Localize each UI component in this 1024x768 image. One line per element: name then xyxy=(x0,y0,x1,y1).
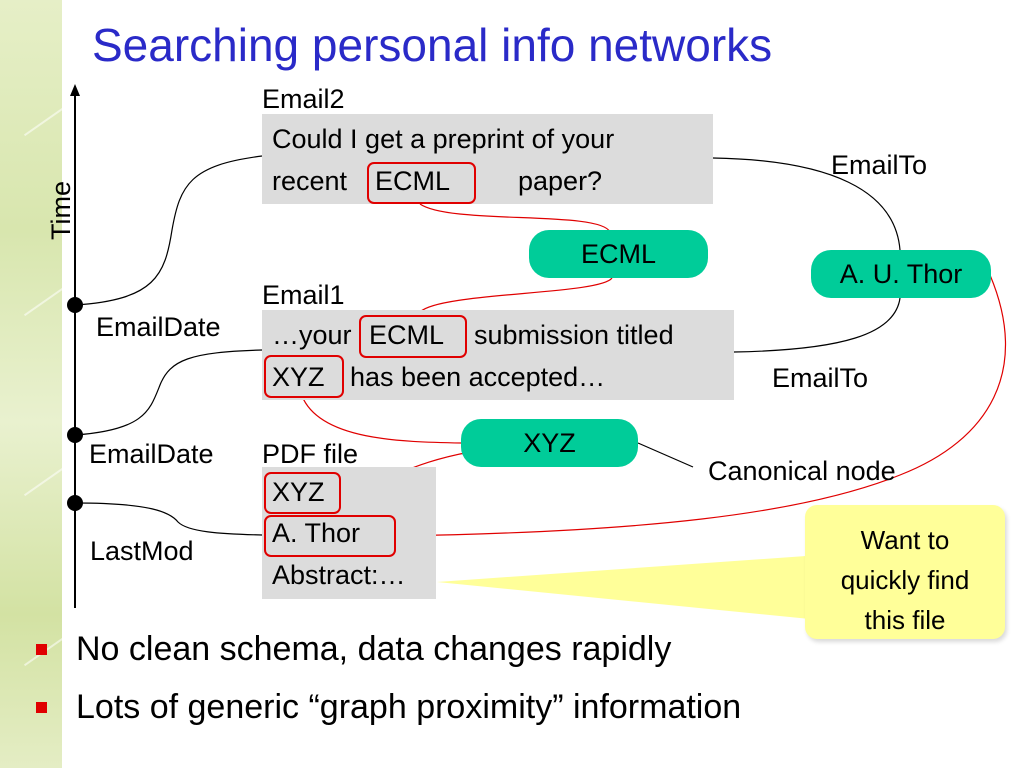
edge-lastmod-pdf xyxy=(74,502,263,536)
callout-box xyxy=(805,505,1005,639)
edge-label-emailto-bottom: EmailTo xyxy=(772,363,869,393)
bullet-square-icon xyxy=(36,702,47,713)
edge-label-emaildate-2: EmailDate xyxy=(89,439,214,469)
time-axis-arrowhead xyxy=(70,84,80,96)
email1-box: …your ECML submission titled XYZ has bee… xyxy=(262,310,734,400)
edge-label-emailto-top: EmailTo xyxy=(831,150,928,180)
email2-line2-pre: recent xyxy=(272,166,348,196)
slide-title: Searching personal info networks xyxy=(92,19,773,71)
edge-label-canonical: Canonical node xyxy=(708,456,896,486)
entity-ecml: ECML xyxy=(529,230,708,278)
email1-line1-post: submission titled xyxy=(474,320,674,350)
highlight-xyz-pdf xyxy=(264,472,341,514)
email2-line1: Could I get a preprint of your xyxy=(272,124,615,154)
bullet-square-icon xyxy=(36,644,47,655)
edge-emaildate-email1 xyxy=(74,349,263,436)
email1-header: Email1 xyxy=(262,280,345,310)
highlight-ecml-email2 xyxy=(367,162,476,204)
edge-emailto-bottom xyxy=(733,297,901,353)
email1-line1-pre: …your xyxy=(272,320,352,350)
entity-xyz: XYZ xyxy=(461,419,638,467)
edge-label-lastmod: LastMod xyxy=(90,536,194,566)
email2-box: Could I get a preprint of your recent EC… xyxy=(262,114,713,204)
callout-text: Want to quickly find this file xyxy=(805,520,1005,640)
email2-header: Email2 xyxy=(262,84,345,114)
callout-line2: quickly find xyxy=(840,565,970,595)
pdf-keyword-author: A. Thor xyxy=(272,518,361,548)
email1-keyword-xyz: XYZ xyxy=(272,362,325,392)
decorative-leaf-strip xyxy=(0,0,67,768)
bullet-text: No clean schema, data changes rapidly xyxy=(76,630,672,668)
pdf-abstract: Abstract:… xyxy=(272,560,406,590)
highlight-ecml-email1 xyxy=(359,315,467,358)
edge-author-pdf xyxy=(394,274,1006,537)
entity-author: A. U. Thor xyxy=(811,250,991,298)
email1-line1: …your ECML submission titled xyxy=(272,320,674,350)
callout-line3: this file xyxy=(864,605,946,635)
highlight-xyz-email1 xyxy=(264,355,344,398)
bullet-text: Lots of generic “graph proximity” inform… xyxy=(76,688,742,726)
highlight-author-pdf xyxy=(264,515,396,557)
email2-line2: recent ECML paper? xyxy=(272,166,602,196)
email1-keyword-ecml: ECML xyxy=(369,320,445,350)
pdf-header: PDF file xyxy=(262,439,359,469)
edge-xyz-email1 xyxy=(301,395,463,444)
time-axis-label: Time xyxy=(46,181,76,240)
email2-keyword-ecml: ECML xyxy=(375,166,451,196)
callout-pointer xyxy=(437,555,820,620)
edge-ecml-email1 xyxy=(419,277,613,313)
pdf-keyword-xyz: XYZ xyxy=(272,477,325,507)
pdf-box: XYZ A. Thor Abstract:… xyxy=(262,467,436,599)
email1-line2: XYZ has been accepted… xyxy=(272,362,605,392)
edge-ecml-email2 xyxy=(419,203,611,233)
email2-line2-post: paper? xyxy=(518,166,603,196)
edge-canonical xyxy=(637,442,694,468)
callout-line1: Want to xyxy=(860,525,950,555)
edge-emailto-top xyxy=(712,157,901,251)
edge-emaildate-email2 xyxy=(74,155,263,306)
edge-label-emaildate-1: EmailDate xyxy=(96,312,221,342)
email1-line2-post: has been accepted… xyxy=(350,362,606,392)
